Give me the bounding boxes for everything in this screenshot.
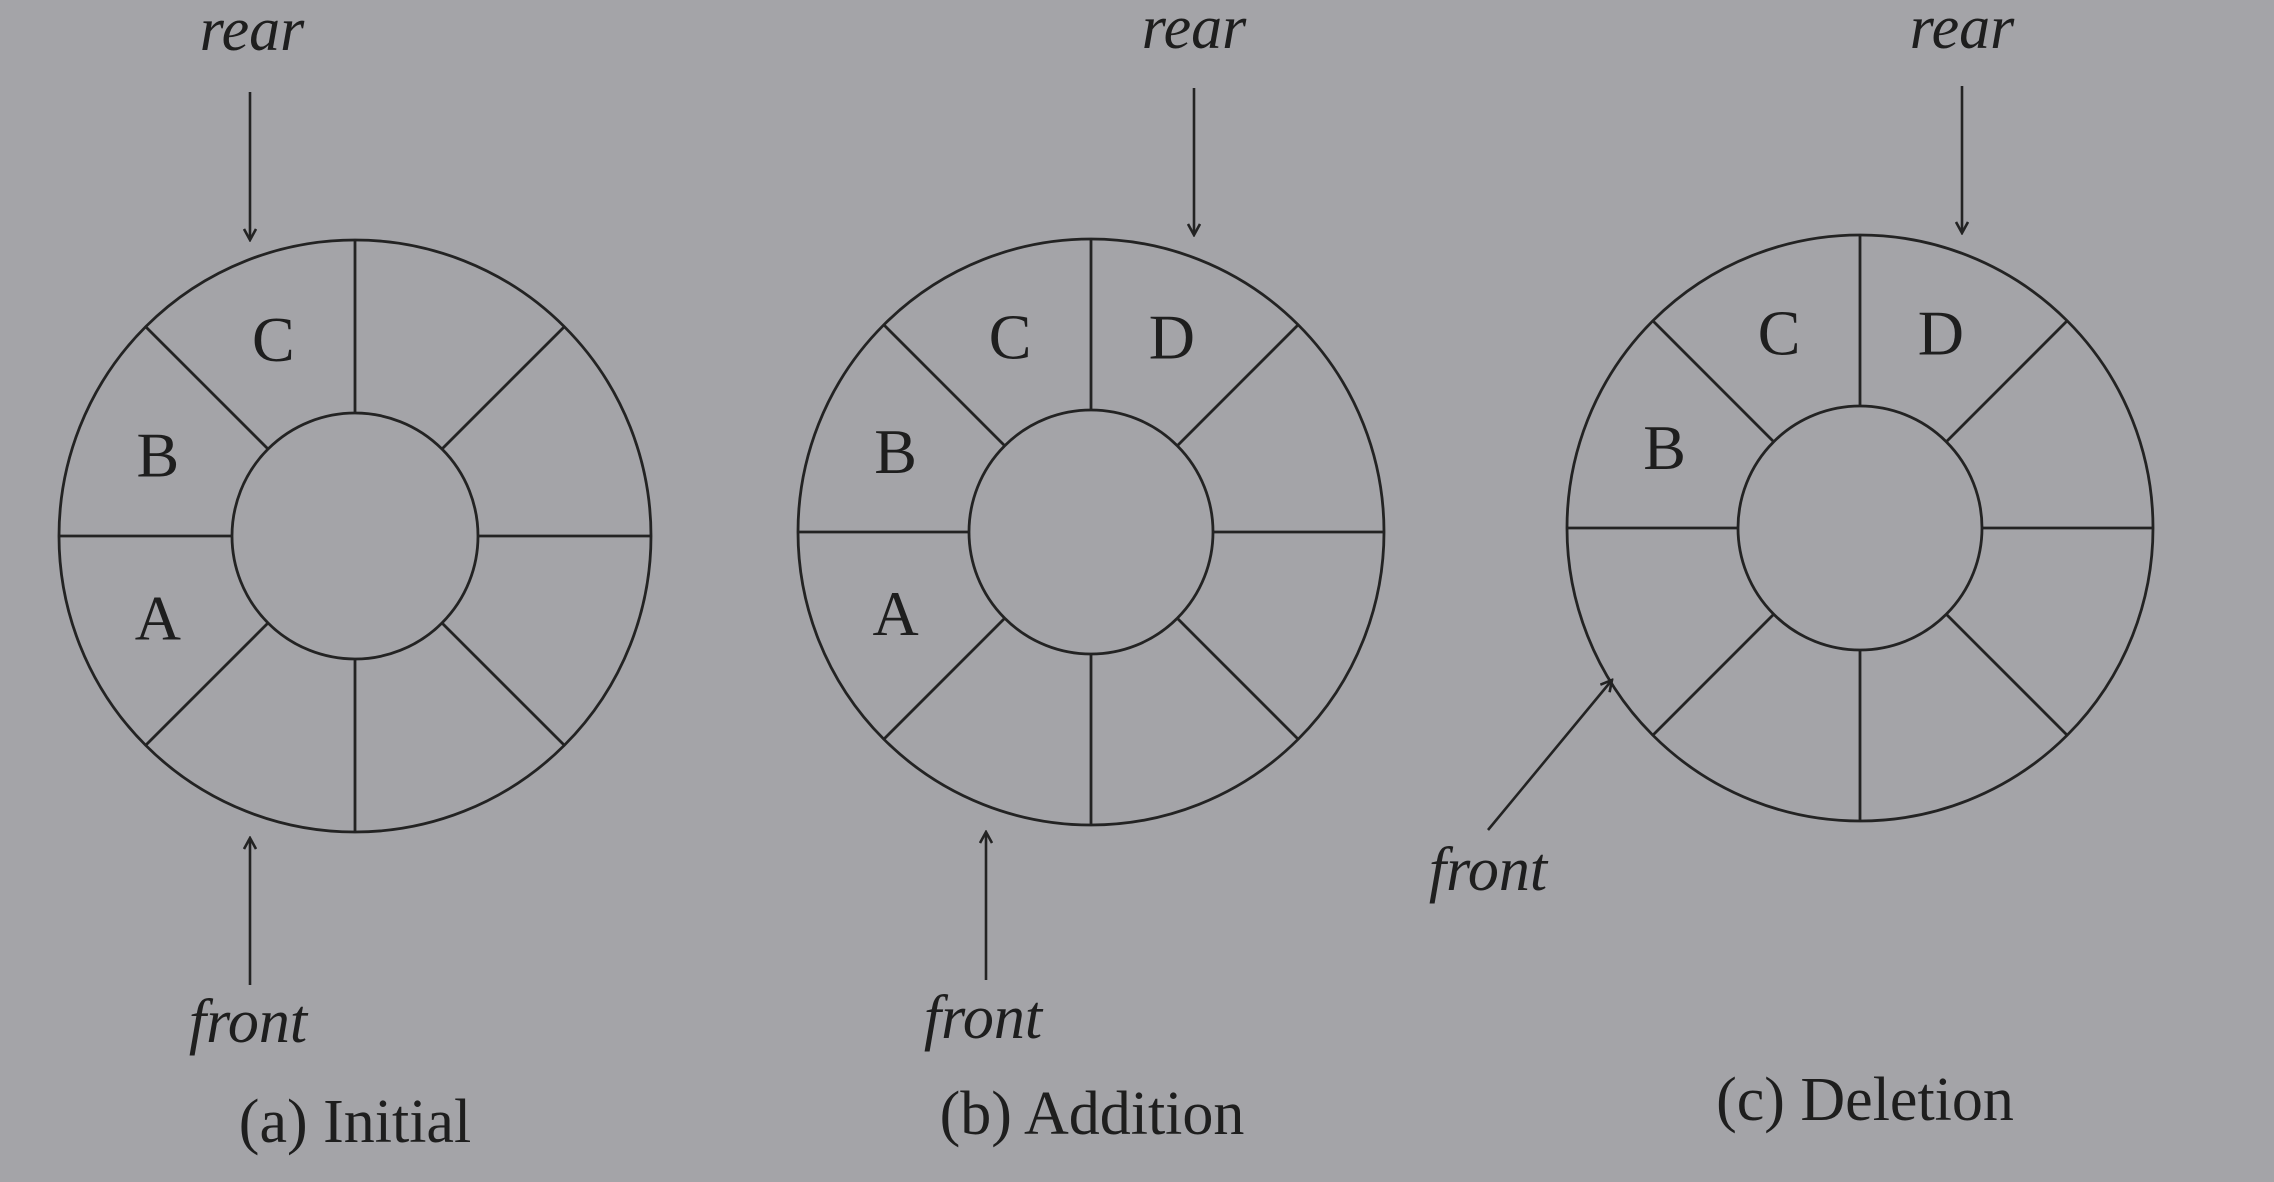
panel-caption: (a) Initial	[239, 1088, 471, 1156]
slot-divider	[144, 325, 269, 450]
inner-circle	[1736, 404, 1984, 652]
slot-divider	[882, 617, 1006, 741]
slot-label: C	[989, 302, 1032, 373]
rear-label: rear	[200, 0, 305, 64]
slot-label: A	[135, 583, 181, 654]
slot-label: A	[872, 578, 918, 649]
slot-label: D	[1149, 302, 1195, 373]
slot-label: D	[1918, 298, 1964, 369]
slot-divider	[1945, 319, 2069, 443]
front-label: front	[1429, 836, 1549, 904]
slot-divider	[1176, 323, 1300, 447]
slot-divider	[1651, 319, 1775, 443]
front-label: front	[924, 984, 1044, 1052]
slot-label: C	[1758, 298, 1801, 369]
circular-queue-ring: D A B C	[796, 237, 1386, 827]
inner-circle	[967, 408, 1215, 656]
slot-divider	[1651, 613, 1775, 737]
slot-label: B	[1643, 412, 1686, 483]
slot-label: B	[874, 416, 917, 487]
front-label: front	[189, 988, 309, 1056]
circular-queue-ring: D B C	[1565, 233, 2155, 823]
rear-label: rear	[1142, 0, 1247, 62]
inner-circle	[230, 411, 480, 661]
slot-label: B	[136, 419, 179, 490]
slot-divider	[441, 622, 566, 747]
panel-caption: (c) Deletion	[1716, 1066, 2014, 1134]
front-arrow	[1486, 680, 1612, 831]
slot-divider	[1176, 617, 1300, 741]
slot-divider	[882, 323, 1006, 447]
slot-divider	[144, 622, 269, 747]
slot-divider	[1945, 613, 2069, 737]
rear-label: rear	[1910, 0, 2015, 62]
panel-caption: (b) Addition	[940, 1080, 1245, 1148]
slot-divider	[441, 325, 566, 450]
circular-queue-ring: A B C	[57, 238, 653, 834]
slot-label: C	[252, 304, 295, 375]
